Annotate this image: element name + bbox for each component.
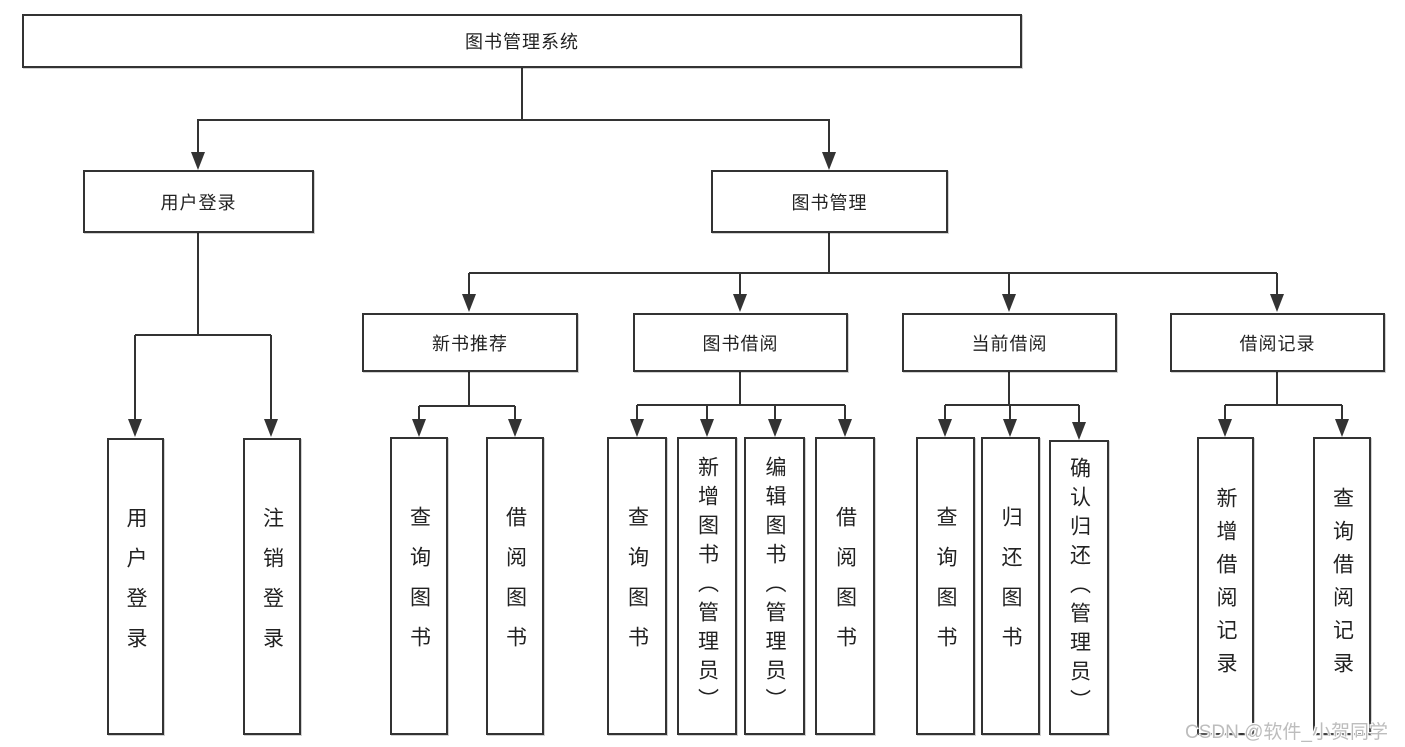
node-book-management: 图书管理 bbox=[711, 170, 948, 233]
node-label: 图书管理 bbox=[791, 192, 868, 213]
leaf-label: 借阅图书 bbox=[503, 506, 527, 666]
leaf-confirm-return-admin: 确认归还（管理员） bbox=[1049, 440, 1109, 735]
leaf-query-books: 查询图书 bbox=[390, 437, 448, 735]
leaf-label: 新增图书（管理员） bbox=[695, 455, 719, 717]
leaf-return-books: 归还图书 bbox=[981, 437, 1040, 735]
node-label: 新书推荐 bbox=[432, 333, 508, 354]
leaf-edit-books-admin: 编辑图书（管理员） bbox=[744, 437, 805, 735]
node-label: 当前借阅 bbox=[971, 333, 1048, 354]
node-borrow-records: 借阅记录 bbox=[1170, 313, 1385, 372]
csdn-watermark: CSDN @软件_小贺同学 bbox=[1185, 722, 1388, 743]
node-label: 图书借阅 bbox=[702, 333, 779, 354]
leaf-label: 确认归还（管理员） bbox=[1067, 457, 1091, 718]
leaf-query-borrow-record: 查询借阅记录 bbox=[1313, 437, 1371, 735]
node-user-login: 用户登录 bbox=[83, 170, 314, 233]
leaf-label: 新增借阅记录 bbox=[1214, 487, 1237, 685]
node-book-borrow: 图书借阅 bbox=[633, 313, 848, 372]
leaf-label: 用户登录 bbox=[124, 506, 147, 667]
leaf-label: 借阅图书 bbox=[833, 506, 857, 666]
leaf-query-books: 查询图书 bbox=[607, 437, 667, 735]
node-new-book-recommend: 新书推荐 bbox=[362, 313, 578, 372]
leaf-borrow-books: 借阅图书 bbox=[815, 437, 875, 735]
leaf-user-login: 用户登录 bbox=[107, 438, 164, 735]
leaf-label: 编辑图书（管理员） bbox=[763, 455, 786, 717]
leaf-label: 注销登录 bbox=[260, 506, 284, 667]
leaf-add-books-admin: 新增图书（管理员） bbox=[677, 437, 737, 735]
leaf-label: 查询图书 bbox=[625, 506, 649, 666]
leaf-label: 查询图书 bbox=[407, 506, 431, 666]
leaf-borrow-books: 借阅图书 bbox=[486, 437, 544, 735]
leaf-query-books: 查询图书 bbox=[916, 437, 975, 735]
node-label: 借阅记录 bbox=[1239, 333, 1316, 354]
leaf-add-borrow-record: 新增借阅记录 bbox=[1197, 437, 1254, 735]
leaf-label: 查询借阅记录 bbox=[1330, 487, 1354, 685]
node-label: 用户登录 bbox=[160, 192, 237, 213]
leaf-label: 归还图书 bbox=[999, 506, 1022, 666]
node-label: 图书管理系统 bbox=[465, 32, 579, 52]
node-current-borrow: 当前借阅 bbox=[902, 313, 1117, 372]
node-book-management-system: 图书管理系统 bbox=[22, 14, 1022, 68]
leaf-label: 查询图书 bbox=[934, 506, 957, 666]
leaf-logout: 注销登录 bbox=[243, 438, 301, 735]
